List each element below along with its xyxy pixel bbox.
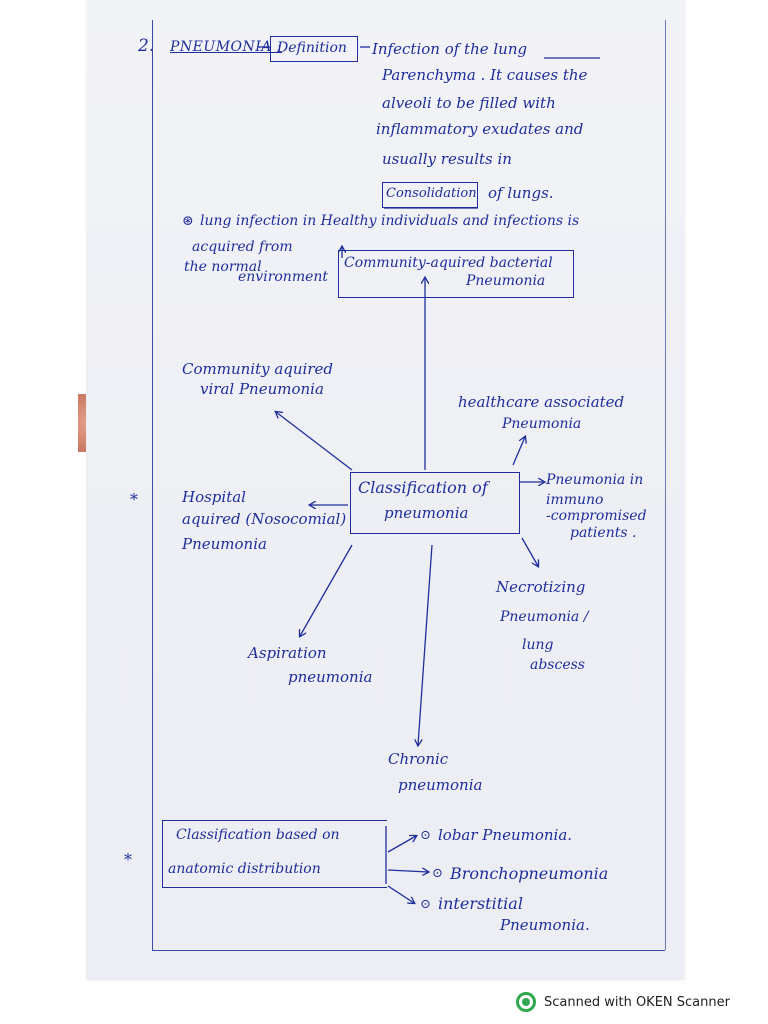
- definition-tag: Definition: [277, 40, 347, 56]
- anatomic-line-1: Classification based on: [176, 827, 340, 843]
- anatomic-item-interstitial-2: Pneumonia.: [500, 916, 590, 934]
- community-note-line-4: environment: [238, 269, 329, 285]
- community-bacterial-box: [338, 250, 574, 298]
- scanner-watermark: Scanned with OKEN Scanner: [516, 990, 730, 1014]
- community-bacterial-line-1: Community-aquired bacterial: [344, 255, 553, 271]
- definition-line-4: inflammatory exudates and: [376, 120, 584, 138]
- definition-line-2: Parenchyma . It causes the: [382, 66, 588, 84]
- healthcare-line-2: Pneumonia: [502, 416, 582, 432]
- classification-center-box: [350, 472, 520, 534]
- notebook-page: [86, 0, 684, 980]
- interstitial-bullet-icon: ⊙: [420, 897, 431, 912]
- hospital-line-3: Pneumonia: [182, 535, 267, 553]
- community-bacterial-line-2: Pneumonia: [466, 273, 546, 289]
- arrow-to-necrotizing: [521, 537, 538, 566]
- anatomic-item-lobar: lobar Pneumonia.: [438, 826, 573, 844]
- necrotizing-line-1: Necrotizing: [496, 578, 586, 596]
- aspiration-line-1: Aspiration: [248, 644, 327, 662]
- anatomic-line-2: anatomic distribution: [168, 861, 321, 877]
- broncho-bullet-icon: ⊙: [432, 866, 443, 881]
- community-viral-line-1: Community aquired: [182, 360, 333, 378]
- chronic-line-1: Chronic: [388, 750, 449, 768]
- healthcare-line-1: healthcare associated: [458, 393, 625, 411]
- lobar-bullet-icon: ⊙: [420, 828, 431, 843]
- consolidation-tag: Consolidation: [386, 186, 477, 201]
- page-right-border: [665, 20, 666, 950]
- section-title: PNEUMONIA :: [170, 39, 283, 55]
- community-viral-line-2: viral Pneumonia: [200, 380, 324, 398]
- necrotizing-line-3: lung: [522, 637, 554, 653]
- hospital-line-1: Hospital: [182, 488, 246, 506]
- page-margin-line: [152, 20, 153, 950]
- immuno-line-3: -compromised: [546, 508, 647, 524]
- immuno-line-4: patients .: [570, 525, 637, 541]
- arrow-to-healthcare: [512, 437, 525, 466]
- note-bullet-icon: ⊛: [182, 213, 194, 229]
- arrow-to-community-viral: [276, 412, 353, 471]
- necrotizing-line-4: abscess: [530, 657, 585, 673]
- hospital-line-2: aquired (Nosocomial): [182, 510, 347, 528]
- arrow-to-interstitial: [387, 885, 414, 903]
- arrow-to-chronic: [418, 544, 433, 745]
- star-mark-2: *: [124, 850, 132, 869]
- immuno-line-1: Pneumonia in: [546, 472, 644, 488]
- arrow-to-aspiration: [300, 544, 353, 636]
- arrow-to-broncho: [387, 870, 428, 872]
- community-note-line-2: acquired from: [192, 239, 293, 255]
- anatomic-item-interstitial: interstitial: [438, 894, 523, 913]
- page-bottom-border: [152, 950, 665, 951]
- star-mark-1: *: [130, 490, 138, 509]
- classification-center-line-1: Classification of: [358, 478, 488, 497]
- classification-center-line-2: pneumonia: [384, 504, 469, 522]
- community-note-line-1: lung infection in Healthy individuals an…: [200, 213, 580, 229]
- anatomic-box: [162, 820, 387, 888]
- necrotizing-line-2: Pneumonia /: [500, 609, 589, 625]
- arrow-to-lobar: [387, 836, 416, 853]
- definition-line-3: alveoli to be filled with: [382, 94, 556, 112]
- immuno-line-2: immuno: [546, 492, 604, 508]
- definition-line-5: usually results in: [382, 150, 512, 168]
- community-note-line-3: the normal: [184, 259, 262, 275]
- chronic-line-2: pneumonia: [398, 776, 483, 794]
- anatomic-item-broncho: Bronchopneumonia: [450, 864, 609, 883]
- section-number: 2.: [138, 36, 155, 56]
- aspiration-line-2: pneumonia: [288, 668, 373, 686]
- consolidation-tail: of lungs.: [488, 184, 554, 202]
- oken-scanner-logo-icon: [516, 992, 536, 1012]
- definition-tag-box: [270, 36, 358, 62]
- definition-line-1: Infection of the lung: [372, 40, 528, 58]
- scanner-text: Scanned with OKEN Scanner: [544, 994, 730, 1010]
